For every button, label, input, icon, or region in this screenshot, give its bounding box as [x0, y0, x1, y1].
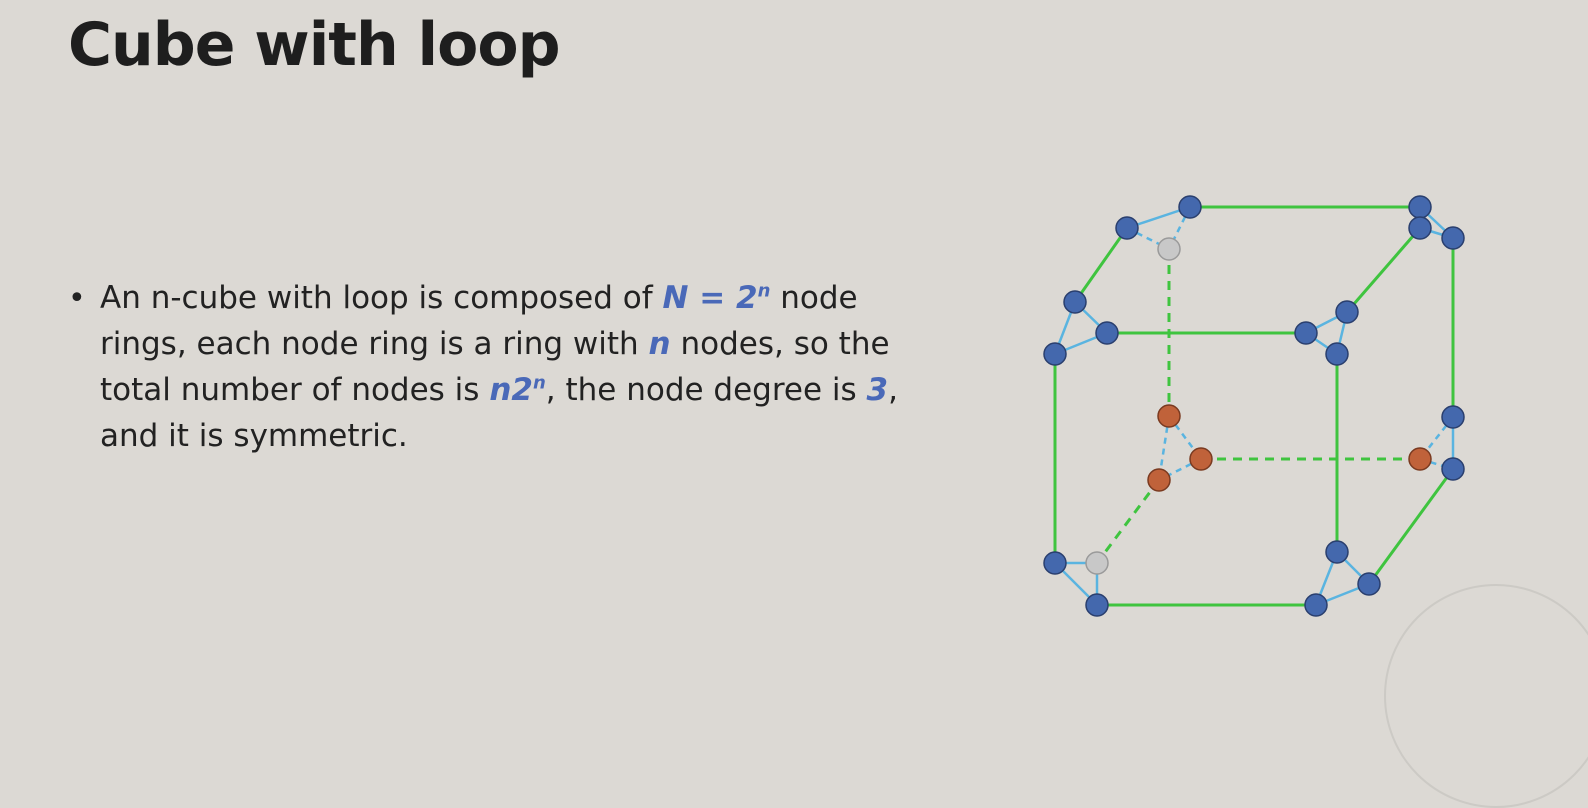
visible-node: [1294, 321, 1318, 345]
visible-node: [1441, 226, 1465, 250]
cube-edge: [1345, 227, 1422, 313]
cube-edge: [1073, 227, 1129, 303]
back-node: [1157, 404, 1181, 428]
bullet-text-1: An n-cube with loop is composed of: [100, 280, 663, 316]
hidden-node: [1157, 237, 1181, 261]
visible-node: [1335, 300, 1359, 324]
hidden-cube-edges: [1095, 249, 1420, 564]
slide-title: Cube with loop: [68, 10, 561, 80]
bullet-item: • An n-cube with loop is composed of N =…: [68, 275, 928, 459]
watermark-seal: [1384, 584, 1588, 808]
visible-node: [1304, 593, 1328, 617]
visible-node: [1357, 572, 1381, 596]
formula-n: n: [648, 326, 671, 362]
formula-degree: 3: [866, 372, 889, 408]
bullet-text-4: , the node degree is: [545, 372, 867, 408]
back-node: [1147, 468, 1171, 492]
visible-node: [1095, 321, 1119, 345]
cube-with-loop-diagram: [1043, 195, 1465, 617]
cube-edge: [1367, 468, 1455, 585]
visible-node: [1408, 216, 1432, 240]
back-node: [1189, 447, 1213, 471]
hidden-node: [1085, 551, 1109, 575]
visible-node: [1441, 457, 1465, 481]
ring-edge: [1167, 206, 1192, 250]
formula-total-nodes: n2n: [489, 372, 546, 408]
visible-node: [1325, 342, 1349, 366]
visible-node: [1408, 195, 1432, 219]
visible-node: [1063, 290, 1087, 314]
visible-node: [1325, 540, 1349, 564]
bullet-icon: •: [68, 281, 86, 316]
cube-nodes: [1043, 195, 1465, 617]
visible-node: [1043, 551, 1067, 575]
visible-node: [1085, 593, 1109, 617]
visible-node: [1178, 195, 1202, 219]
bullet-text-2: node rings, each node ring is a ring wit…: [100, 280, 858, 362]
bullet-text: An n-cube with loop is composed of N = 2…: [100, 275, 928, 459]
ring-edge: [1158, 457, 1202, 482]
bullet-text-3: nodes, so the total number of nodes is: [100, 326, 890, 408]
back-node: [1408, 447, 1432, 471]
visible-node: [1441, 405, 1465, 429]
ring-edges: [1053, 205, 1455, 607]
formula-n-nodes: N = 2n: [662, 280, 771, 316]
cube-edges: [1053, 205, 1455, 607]
ring-edge: [1126, 226, 1170, 251]
bullet-text-5: , and it is symmetric.: [100, 372, 898, 454]
visible-node: [1043, 342, 1067, 366]
hidden-cube-edge: [1095, 479, 1161, 564]
visible-node: [1115, 216, 1139, 240]
